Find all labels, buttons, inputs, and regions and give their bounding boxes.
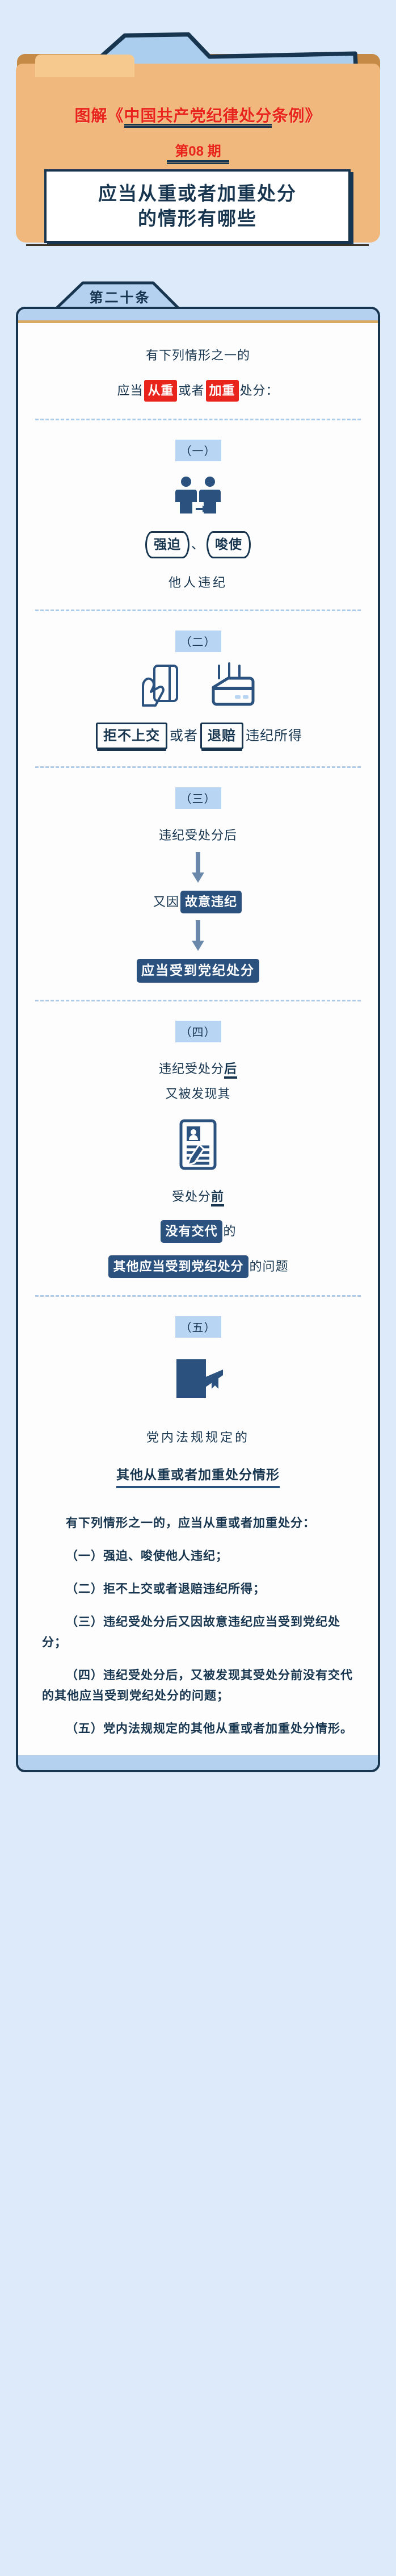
item-4-line-1: 违纪受处分后 — [28, 1059, 368, 1079]
divider-4 — [35, 999, 361, 1001]
summary-paragraph-2: （二）拒不上交或者退赔违纪所得； — [66, 1582, 266, 1596]
article-tab: 第二十条 — [51, 279, 184, 311]
item-index-4: （四） — [175, 1020, 221, 1042]
summary-paragraph-4: （四）违纪受处分后，又被发现其受处分前没有交代的其他应当受到党纪处分的问题； — [42, 1669, 353, 1703]
highlight-guyiweiji: 故意违纪 — [180, 891, 242, 914]
article-tab-label: 第二十条 — [89, 290, 151, 306]
item-1-tail: 他人违纪 — [168, 575, 228, 590]
wallet-money-icon — [212, 662, 255, 706]
item-section-4: （四） 违纪受处分后 又被发现其 — [28, 1011, 368, 1286]
item-4-line-2: 又被发现其 — [165, 1087, 231, 1101]
summary-paragraph-3: （三）违纪受处分后又因故意违纪应当受到党纪处分； — [42, 1615, 340, 1649]
series-title: 图解《中国共产党纪律处分条例》 — [74, 107, 322, 124]
chip-qiangpo: 强迫 — [145, 531, 189, 558]
folder-tab-shape — [35, 55, 134, 77]
item-2-tail: 违纪所得 — [246, 728, 302, 744]
item-2-middle: 或者 — [170, 728, 198, 744]
highlight-meiyoujiaodai: 没有交代 — [161, 1220, 222, 1243]
item-index-5: （五） — [175, 1316, 221, 1338]
summary-paragraph-5: （五）党内法规规定的其他从重或者加重处分情形。 — [66, 1722, 353, 1736]
item-4-line-3-a: 受处分 — [171, 1189, 211, 1204]
item-5-line-1: 党内法规规定的 — [146, 1430, 250, 1445]
highlight-jiazhong: 加重 — [205, 380, 239, 402]
divider-5 — [35, 1295, 361, 1297]
item-4-line-1-b: 后 — [224, 1061, 238, 1079]
item-section-1: （一） 强迫、唆使 — [28, 429, 368, 600]
article-card: 第二十条 有下列情形之一的 应当从重或者加重处分： （一） — [16, 279, 380, 1775]
item-4-line-3-b: 前 — [211, 1189, 225, 1207]
item-1-chips: 强迫、唆使 — [28, 531, 368, 558]
item-4-line-4: 没有交代的 — [28, 1220, 368, 1243]
item-3-step-2: 又因故意违纪 — [28, 891, 368, 914]
title-rule — [124, 124, 272, 128]
item-section-3: （三） 违纪受处分后 又因故意违纪 应当受到党纪处分 — [28, 777, 368, 991]
item-section-2: （二） — [28, 620, 368, 757]
item-index-1: （一） — [175, 440, 221, 462]
divider-3 — [35, 766, 361, 769]
item-4-line-5-tail: 的问题 — [249, 1259, 289, 1274]
item-4-line-4-tail: 的 — [223, 1224, 237, 1239]
arrow-down-icon — [192, 852, 204, 883]
chip-tuipei: 退赔 — [200, 722, 243, 750]
main-title-line-1: 应当从重或者加重处分 — [98, 183, 297, 204]
header-bottom-rule — [26, 244, 369, 246]
summary-section: 有下列情形之一的，应当从重或者加重处分： （一）强迫、唆使他人违纪； （二）拒不… — [28, 1496, 368, 1756]
item-3-step-2-prefix: 又因 — [153, 895, 179, 909]
item-section-5: （五） 党内法规规定的 其他从重或者加重处分情形 — [28, 1306, 368, 1496]
divider-2 — [35, 609, 361, 611]
item-3-step-3: 应当受到党纪处分 — [28, 959, 368, 983]
highlight-dangjichufen: 应当受到党纪处分 — [137, 959, 259, 983]
two-persons-coercion-icon — [175, 477, 221, 514]
card-bottom-strip — [18, 1755, 378, 1771]
highlight-qitadangji: 其他应当受到党纪处分 — [108, 1255, 248, 1279]
item-4-line-5: 其他应当受到党纪处分的问题 — [28, 1255, 368, 1279]
infographic-page: 图解《中国共产党纪律处分条例》 第08 期 应当从重或者加重处分 的情形有哪些 … — [0, 0, 396, 1775]
item-index-2: （二） — [175, 630, 221, 652]
item-5-line-2: 其他从重或者加重处分情形 — [116, 1464, 280, 1488]
item-2-chips: 拒不上交或者退赔违纪所得 — [28, 722, 368, 750]
item-4-line-3: 受处分前 — [28, 1187, 368, 1207]
article-card-body: 有下列情形之一的 应当从重或者加重处分： （一） — [16, 307, 380, 1773]
intro-text-c: 处分： — [239, 383, 279, 398]
summary-paragraph-1: （一）强迫、唆使他人违纪； — [66, 1549, 228, 1563]
main-title-box: 应当从重或者加重处分 的情形有哪些 — [44, 169, 351, 243]
id-card-pencil-icon — [179, 1119, 217, 1170]
book-graduation-cap-icon — [176, 1359, 223, 1398]
hand-holding-card-icon — [142, 664, 178, 707]
intro-text-a: 应当 — [117, 383, 144, 398]
card-top-strip — [18, 309, 378, 320]
intro-text-b: 或者 — [178, 383, 205, 398]
main-title-line-2: 的情形有哪些 — [138, 208, 257, 229]
item-1-separator: 、 — [191, 537, 205, 552]
issue-rule — [167, 160, 229, 164]
item-3-step-1: 违纪受处分后 — [158, 828, 237, 843]
chip-jubushangjiao: 拒不上交 — [96, 722, 167, 750]
item-4-line-1-a: 违纪受处分 — [158, 1061, 224, 1076]
chip-suoshi: 唆使 — [207, 531, 251, 558]
intro-line-2: 应当从重或者加重处分： — [28, 380, 368, 402]
header-banner: 图解《中国共产党纪律处分条例》 第08 期 应当从重或者加重处分 的情形有哪些 — [0, 0, 396, 267]
card-gold-line — [18, 320, 378, 323]
intro-section: 有下列情形之一的 应当从重或者加重处分： — [28, 325, 368, 410]
intro-line-1: 有下列情形之一的 — [145, 348, 250, 362]
highlight-congzhong: 从重 — [144, 380, 178, 402]
divider-1 — [35, 419, 361, 421]
summary-paragraph-0: 有下列情形之一的，应当从重或者加重处分： — [66, 1516, 315, 1530]
arrow-down-icon-2 — [192, 920, 204, 951]
issue-number: 第08 期 — [175, 144, 221, 159]
item-index-3: （三） — [175, 787, 221, 809]
